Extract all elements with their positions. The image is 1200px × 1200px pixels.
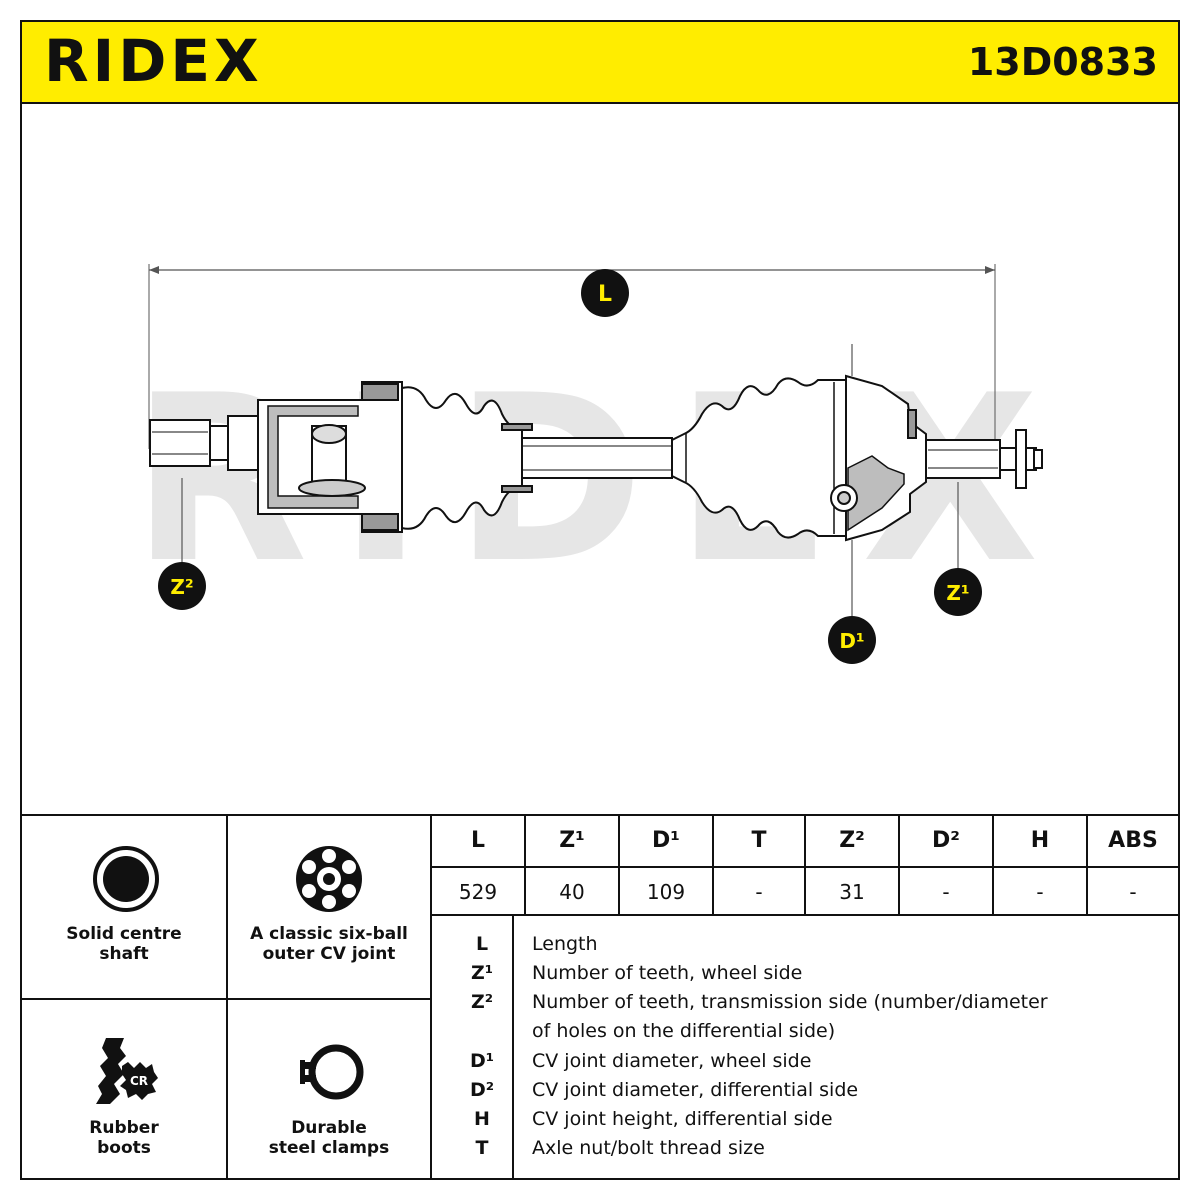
brand-logo: RIDEX — [44, 27, 263, 95]
spec-header: D² — [932, 828, 960, 853]
drive-shaft-illustration: RIDEX — [131, 264, 1043, 664]
spec-value: 40 — [559, 880, 585, 904]
glossary-symbol: Z¹ — [470, 962, 494, 984]
feature-label: Durable — [291, 1118, 367, 1138]
feature-label: A classic six-ball — [250, 924, 408, 944]
cr-badge: CR — [130, 1074, 148, 1088]
marker-d1: D¹ — [828, 616, 876, 664]
divider — [804, 816, 806, 916]
divider — [524, 816, 526, 916]
info-section: Solid centre shaft A classic six-ball ou… — [22, 814, 1178, 1180]
glossary-symbol: D² — [469, 1079, 495, 1101]
glossary-symbol: Z² — [470, 991, 494, 1013]
wheel-stub-shaft — [925, 429, 1043, 489]
marker-l-text: L — [598, 282, 612, 307]
spec-header: Z¹ — [559, 828, 585, 853]
feature-label: steel clamps — [268, 1138, 390, 1158]
drive-shaft-drawing: RIDEX — [22, 104, 1178, 814]
steel-clamp-icon — [300, 1044, 364, 1100]
spec-header: T — [751, 828, 767, 853]
spec-value: - — [1036, 880, 1044, 904]
rubber-boot-icon: CR — [96, 1038, 158, 1104]
marker-z2: Z² — [158, 562, 206, 610]
feature-label: boots — [97, 1138, 151, 1158]
glossary-text: Axle nut/bolt thread size — [532, 1137, 765, 1159]
solid-shaft-icon — [93, 846, 159, 912]
divider — [1086, 816, 1088, 916]
glossary-symbol: D¹ — [469, 1050, 495, 1072]
glossary-text: of holes on the differential side) — [532, 1020, 836, 1042]
feature-rubber-boots: CR Rubber boots — [22, 1000, 226, 1180]
marker-z1-text: Z¹ — [946, 581, 969, 605]
spec-header: Z² — [839, 828, 865, 853]
glossary-text: CV joint diameter, differential side — [532, 1079, 859, 1101]
glossary-symbol: H — [474, 1108, 490, 1130]
feature-solid-shaft: Solid centre shaft — [22, 816, 226, 998]
inner-cv-joint — [257, 381, 403, 533]
spec-value: - — [942, 880, 950, 904]
spec-value: - — [755, 880, 763, 904]
feature-label: Solid centre — [66, 924, 182, 944]
glossary-symbol: L — [475, 933, 489, 955]
length-dimension — [148, 264, 996, 449]
feature-label: shaft — [99, 944, 149, 964]
feature-label: Rubber — [89, 1118, 159, 1138]
marker-d1-text: D¹ — [839, 629, 864, 653]
glossary-text: CV joint height, differential side — [532, 1108, 833, 1130]
spec-header: ABS — [1108, 828, 1158, 853]
marker-z2-text: Z² — [170, 575, 193, 599]
spec-value: 31 — [839, 880, 865, 904]
divider — [618, 816, 620, 916]
divider — [992, 816, 994, 916]
spec-value: 529 — [458, 880, 498, 904]
feature-six-ball-joint: A classic six-ball outer CV joint — [228, 816, 430, 998]
spec-table: L Z¹ D¹ T Z² D² H ABS 529 40 109 - 31 - … — [432, 816, 1178, 916]
glossary-text: CV joint diameter, wheel side — [532, 1050, 812, 1072]
inner-stub-shaft — [149, 415, 259, 471]
six-ball-joint-icon — [296, 846, 362, 912]
spec-value: 109 — [646, 880, 686, 904]
spec-header: L — [470, 828, 486, 853]
feature-steel-clamps: Durable steel clamps — [228, 1000, 430, 1180]
centre-shaft — [521, 437, 673, 479]
spec-header: D¹ — [652, 828, 680, 853]
divider — [712, 816, 714, 916]
glossary-symbol: T — [475, 1137, 489, 1159]
divider — [22, 998, 432, 1000]
spec-header: H — [1030, 828, 1050, 853]
inner-boot — [401, 386, 533, 530]
spec-value: - — [1129, 880, 1137, 904]
marker-z1: Z¹ — [934, 568, 982, 616]
leader-lines — [181, 344, 959, 616]
marker-l: L — [581, 269, 629, 317]
glossary-text: Number of teeth, transmission side (numb… — [532, 991, 1048, 1013]
divider — [512, 916, 514, 1180]
feature-label: outer CV joint — [262, 944, 396, 964]
divider — [898, 816, 900, 916]
glossary-text: Number of teeth, wheel side — [532, 962, 803, 984]
part-number: 13D0833 — [967, 40, 1158, 84]
header-bar: RIDEX 13D0833 — [22, 22, 1178, 104]
outer-cv-joint — [830, 374, 927, 542]
page-frame: RIDEX 13D0833 RIDEX — [20, 20, 1180, 1180]
glossary-text: Length — [532, 933, 598, 955]
